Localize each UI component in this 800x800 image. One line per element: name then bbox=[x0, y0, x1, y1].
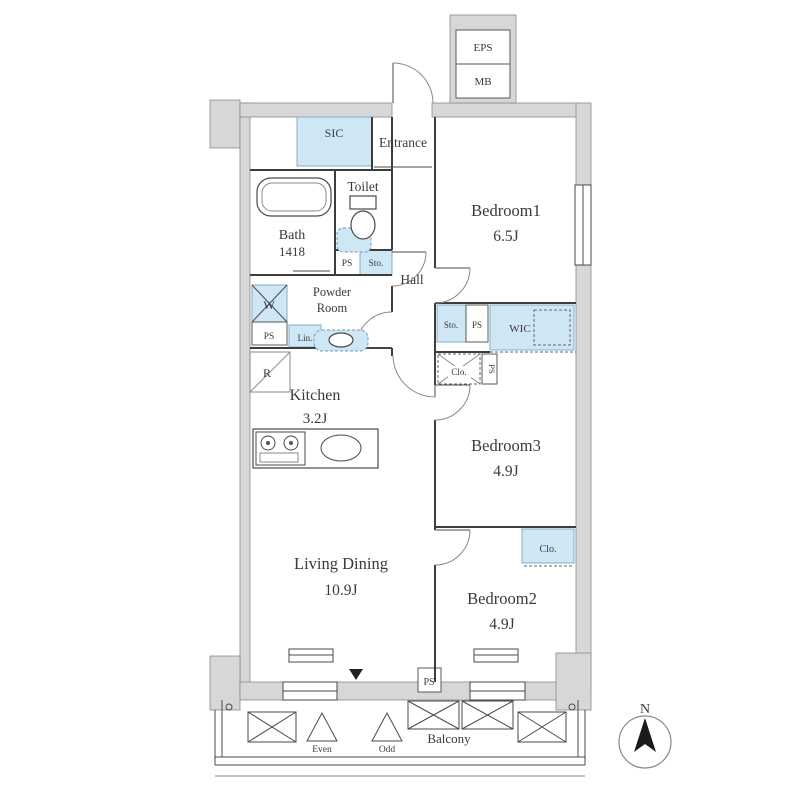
eps-box bbox=[455, 29, 511, 65]
powder-label-2: Room bbox=[317, 301, 348, 315]
door-bedroom2 bbox=[434, 529, 471, 566]
ps-bath-label: PS bbox=[342, 259, 353, 269]
fridge-diagonal bbox=[249, 351, 291, 393]
ps-hall-label: PS bbox=[472, 320, 482, 330]
kitchen-label: Kitchen bbox=[290, 387, 341, 404]
powder-label-1: Powder bbox=[313, 285, 352, 299]
fixtures bbox=[249, 177, 379, 469]
powder-sink bbox=[328, 332, 354, 348]
closet-b3-label: Clo. bbox=[451, 367, 466, 377]
washer-label: W bbox=[263, 298, 275, 312]
burner-2-center bbox=[289, 441, 293, 445]
closet-bedroom2 bbox=[521, 528, 575, 564]
ps-closet-label: PS bbox=[487, 364, 497, 374]
sto-hall-label: Sto. bbox=[444, 320, 458, 330]
balcony-hatch-2 bbox=[407, 700, 460, 730]
bath-label: Bath bbox=[279, 228, 305, 243]
ps-box-closet bbox=[481, 353, 498, 385]
bathtub-inner bbox=[261, 182, 327, 212]
wic-inner-dashed bbox=[533, 309, 571, 346]
living-size-label: 10.9J bbox=[324, 582, 357, 599]
odd-label: Odd bbox=[379, 745, 396, 755]
wall-block-bottom-right bbox=[555, 652, 592, 711]
north-needle-icon bbox=[634, 718, 656, 752]
labels: EPS MB SIC Entrance Toilet Bath 1418 PS … bbox=[263, 42, 650, 755]
fixture-boxes bbox=[251, 116, 575, 693]
door-bedroom3 bbox=[434, 384, 471, 421]
linen-label: Lin. bbox=[298, 333, 313, 343]
ps-box-hall bbox=[465, 304, 489, 343]
wall-left bbox=[239, 102, 251, 684]
door-entrance bbox=[392, 62, 434, 104]
living-label: Living Dining bbox=[294, 554, 388, 573]
sic-label: SIC bbox=[325, 126, 344, 140]
burner-2 bbox=[283, 435, 299, 451]
washer-cross-2 bbox=[251, 284, 288, 323]
balcony-hatch-3 bbox=[461, 700, 514, 730]
bedroom3-label: Bedroom3 bbox=[471, 436, 541, 455]
wall-block-bottom-left bbox=[209, 655, 241, 711]
balcony-drain-left bbox=[225, 703, 233, 711]
door-hall-living bbox=[392, 354, 436, 398]
entry-direction-marker bbox=[349, 669, 363, 680]
hall-label: Hall bbox=[400, 272, 423, 287]
mb-box bbox=[455, 63, 511, 99]
even-floor-marker bbox=[306, 711, 338, 742]
bathtub bbox=[256, 177, 332, 217]
wic-label: WIC bbox=[509, 323, 530, 335]
ps-box-powder bbox=[251, 321, 288, 346]
mb-label: MB bbox=[474, 76, 491, 88]
burner-1-center bbox=[266, 441, 270, 445]
odd-floor-marker bbox=[371, 711, 403, 742]
door-toilet bbox=[391, 251, 427, 287]
kitchen-sink bbox=[320, 434, 362, 462]
bedroom2-label: Bedroom2 bbox=[467, 589, 537, 608]
toilet-tank bbox=[349, 195, 377, 210]
toilet-bowl bbox=[350, 210, 376, 240]
ps-powder-label: PS bbox=[264, 332, 275, 342]
bath-size-label: 1418 bbox=[279, 244, 305, 259]
sic-closet bbox=[296, 116, 373, 167]
closet-b3-label-bg bbox=[448, 366, 471, 378]
fridge-label: R bbox=[263, 366, 271, 380]
balcony-hatch-4 bbox=[517, 711, 567, 743]
burner-1 bbox=[260, 435, 276, 451]
balcony-label: Balcony bbox=[427, 731, 471, 746]
wall-top-a bbox=[239, 102, 393, 118]
bedroom1-label: Bedroom1 bbox=[471, 201, 541, 220]
compass bbox=[618, 715, 672, 769]
sto-bath-label: Sto. bbox=[368, 259, 383, 269]
entrance-label: Entrance bbox=[379, 135, 427, 150]
balcony-structure bbox=[214, 700, 586, 777]
kitchen-size-label: 3.2J bbox=[303, 411, 328, 427]
bedroom1-size-label: 6.5J bbox=[493, 228, 518, 245]
wall-top-b bbox=[431, 102, 579, 118]
wic-closet bbox=[489, 304, 575, 351]
grill bbox=[259, 452, 299, 463]
eps-label: EPS bbox=[474, 42, 493, 54]
storage-box-hall bbox=[436, 304, 467, 343]
closet-b2-label: Clo. bbox=[540, 544, 557, 555]
even-label: Even bbox=[312, 745, 332, 755]
balcony-hatch-1 bbox=[247, 711, 297, 743]
fridge-space bbox=[249, 351, 291, 393]
stove bbox=[255, 431, 306, 466]
bedroom2-size-label: 4.9J bbox=[489, 616, 514, 633]
windows bbox=[282, 184, 592, 701]
bedroom3-size-label: 4.9J bbox=[493, 463, 518, 480]
doors bbox=[355, 62, 471, 566]
toilet-label: Toilet bbox=[347, 179, 379, 194]
north-label: N bbox=[640, 702, 650, 717]
closet-bedroom3 bbox=[437, 353, 481, 385]
wall-block-top-left bbox=[209, 99, 241, 149]
balcony-drain-right bbox=[568, 703, 576, 711]
door-bedroom1 bbox=[434, 267, 471, 304]
ps-bottom-label: PS bbox=[423, 677, 434, 688]
